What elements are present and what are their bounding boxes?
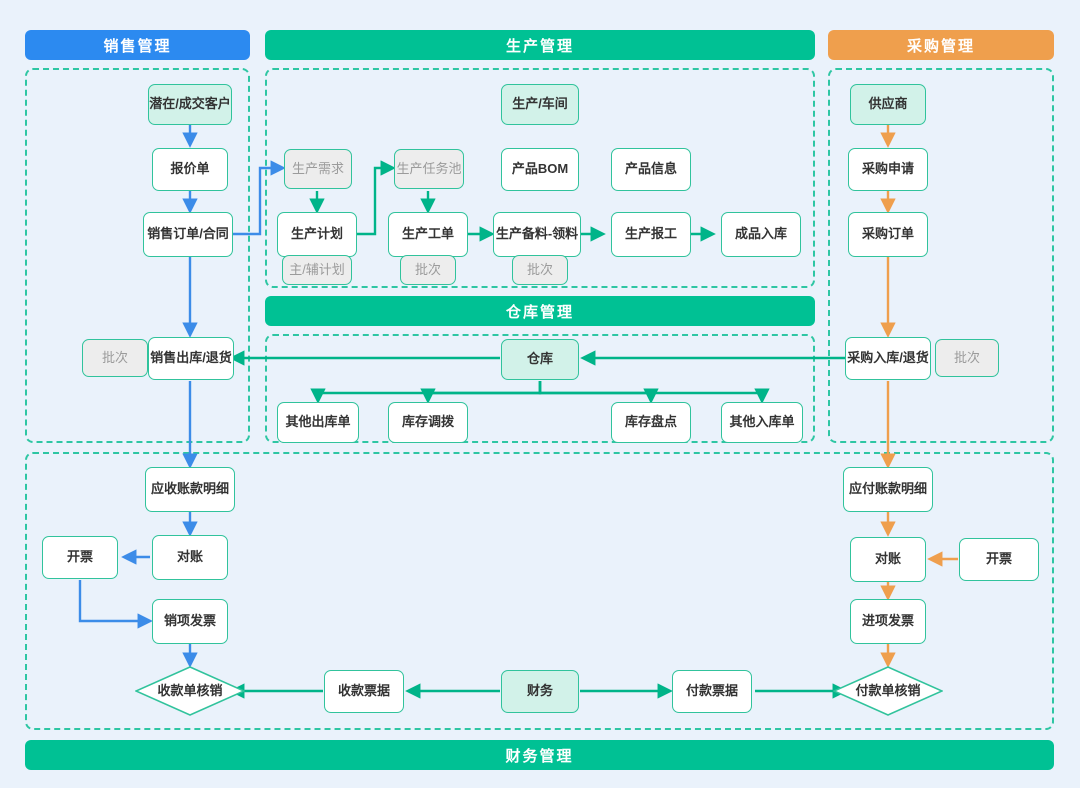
node-payment-document[interactable]: 付款票据	[672, 670, 752, 713]
diamond-shape	[833, 666, 943, 716]
section-header-sales: 销售管理	[25, 30, 250, 60]
node-finished-goods-in[interactable]: 成品入库	[721, 212, 801, 257]
node-production-demand[interactable]: 生产需求	[284, 149, 352, 189]
node-product-bom[interactable]: 产品BOM	[501, 148, 579, 191]
node-input-invoice[interactable]: 进项发票	[850, 599, 926, 644]
node-sales-outbound[interactable]: 销售出库/退货	[148, 337, 234, 380]
section-header-finance: 财务管理	[25, 740, 1054, 770]
node-purchase-order[interactable]: 采购订单	[848, 212, 928, 257]
node-work-order[interactable]: 生产工单	[388, 212, 468, 257]
node-production-plan[interactable]: 生产计划	[277, 212, 357, 257]
section-header-production: 生产管理	[265, 30, 815, 60]
node-purchase-request[interactable]: 采购申请	[848, 148, 928, 191]
group-production	[265, 68, 815, 288]
node-ar-detail[interactable]: 应收账款明细	[145, 467, 235, 512]
node-sales-order[interactable]: 销售订单/合同	[143, 212, 233, 257]
group-finance	[25, 452, 1054, 730]
node-ap-issue-invoice[interactable]: 开票	[959, 538, 1039, 581]
section-header-warehouse: 仓库管理	[265, 296, 815, 326]
node-ar-issue-invoice[interactable]: 开票	[42, 536, 118, 579]
node-stock-transfer[interactable]: 库存调拨	[388, 402, 468, 443]
node-finance[interactable]: 财务	[501, 670, 579, 713]
node-material-preparation[interactable]: 生产备料-领料	[493, 212, 581, 257]
node-other-inbound[interactable]: 其他入库单	[721, 402, 803, 443]
node-supplier[interactable]: 供应商	[850, 84, 926, 125]
node-production-plan-tag[interactable]: 主/辅计划	[282, 255, 352, 285]
node-receipt-clearing[interactable]: 收款单核销	[135, 666, 245, 716]
node-purchase-inbound[interactable]: 采购入库/退货	[845, 337, 931, 380]
node-ap-detail[interactable]: 应付账款明细	[843, 467, 933, 512]
section-header-purchase: 采购管理	[828, 30, 1054, 60]
diamond-shape	[135, 666, 245, 716]
node-stock-count[interactable]: 库存盘点	[611, 402, 691, 443]
node-product-info[interactable]: 产品信息	[611, 148, 691, 191]
group-sales	[25, 68, 250, 443]
node-purchase-batch-tag[interactable]: 批次	[935, 339, 999, 377]
group-purchase	[828, 68, 1054, 443]
node-ap-recon[interactable]: 对账	[850, 537, 926, 582]
node-material-prep-tag[interactable]: 批次	[512, 255, 568, 285]
node-potential-customer[interactable]: 潜在/成交客户	[148, 84, 232, 125]
node-task-pool[interactable]: 生产任务池	[394, 149, 464, 189]
node-quotation[interactable]: 报价单	[152, 148, 228, 191]
node-sales-invoice[interactable]: 销项发票	[152, 599, 228, 644]
node-ar-recon[interactable]: 对账	[152, 535, 228, 580]
node-production-report[interactable]: 生产报工	[611, 212, 691, 257]
node-other-outbound[interactable]: 其他出库单	[277, 402, 359, 443]
node-workshop[interactable]: 生产/车间	[501, 84, 579, 125]
group-warehouse	[265, 334, 815, 443]
node-work-order-tag[interactable]: 批次	[400, 255, 456, 285]
node-payment-clearing[interactable]: 付款单核销	[833, 666, 943, 716]
node-label: 收款单核销	[157, 682, 223, 698]
node-label: 付款单核销	[855, 682, 921, 698]
node-receipt-document[interactable]: 收款票据	[324, 670, 404, 713]
node-warehouse[interactable]: 仓库	[501, 339, 579, 380]
node-sales-batch-tag[interactable]: 批次	[82, 339, 148, 377]
